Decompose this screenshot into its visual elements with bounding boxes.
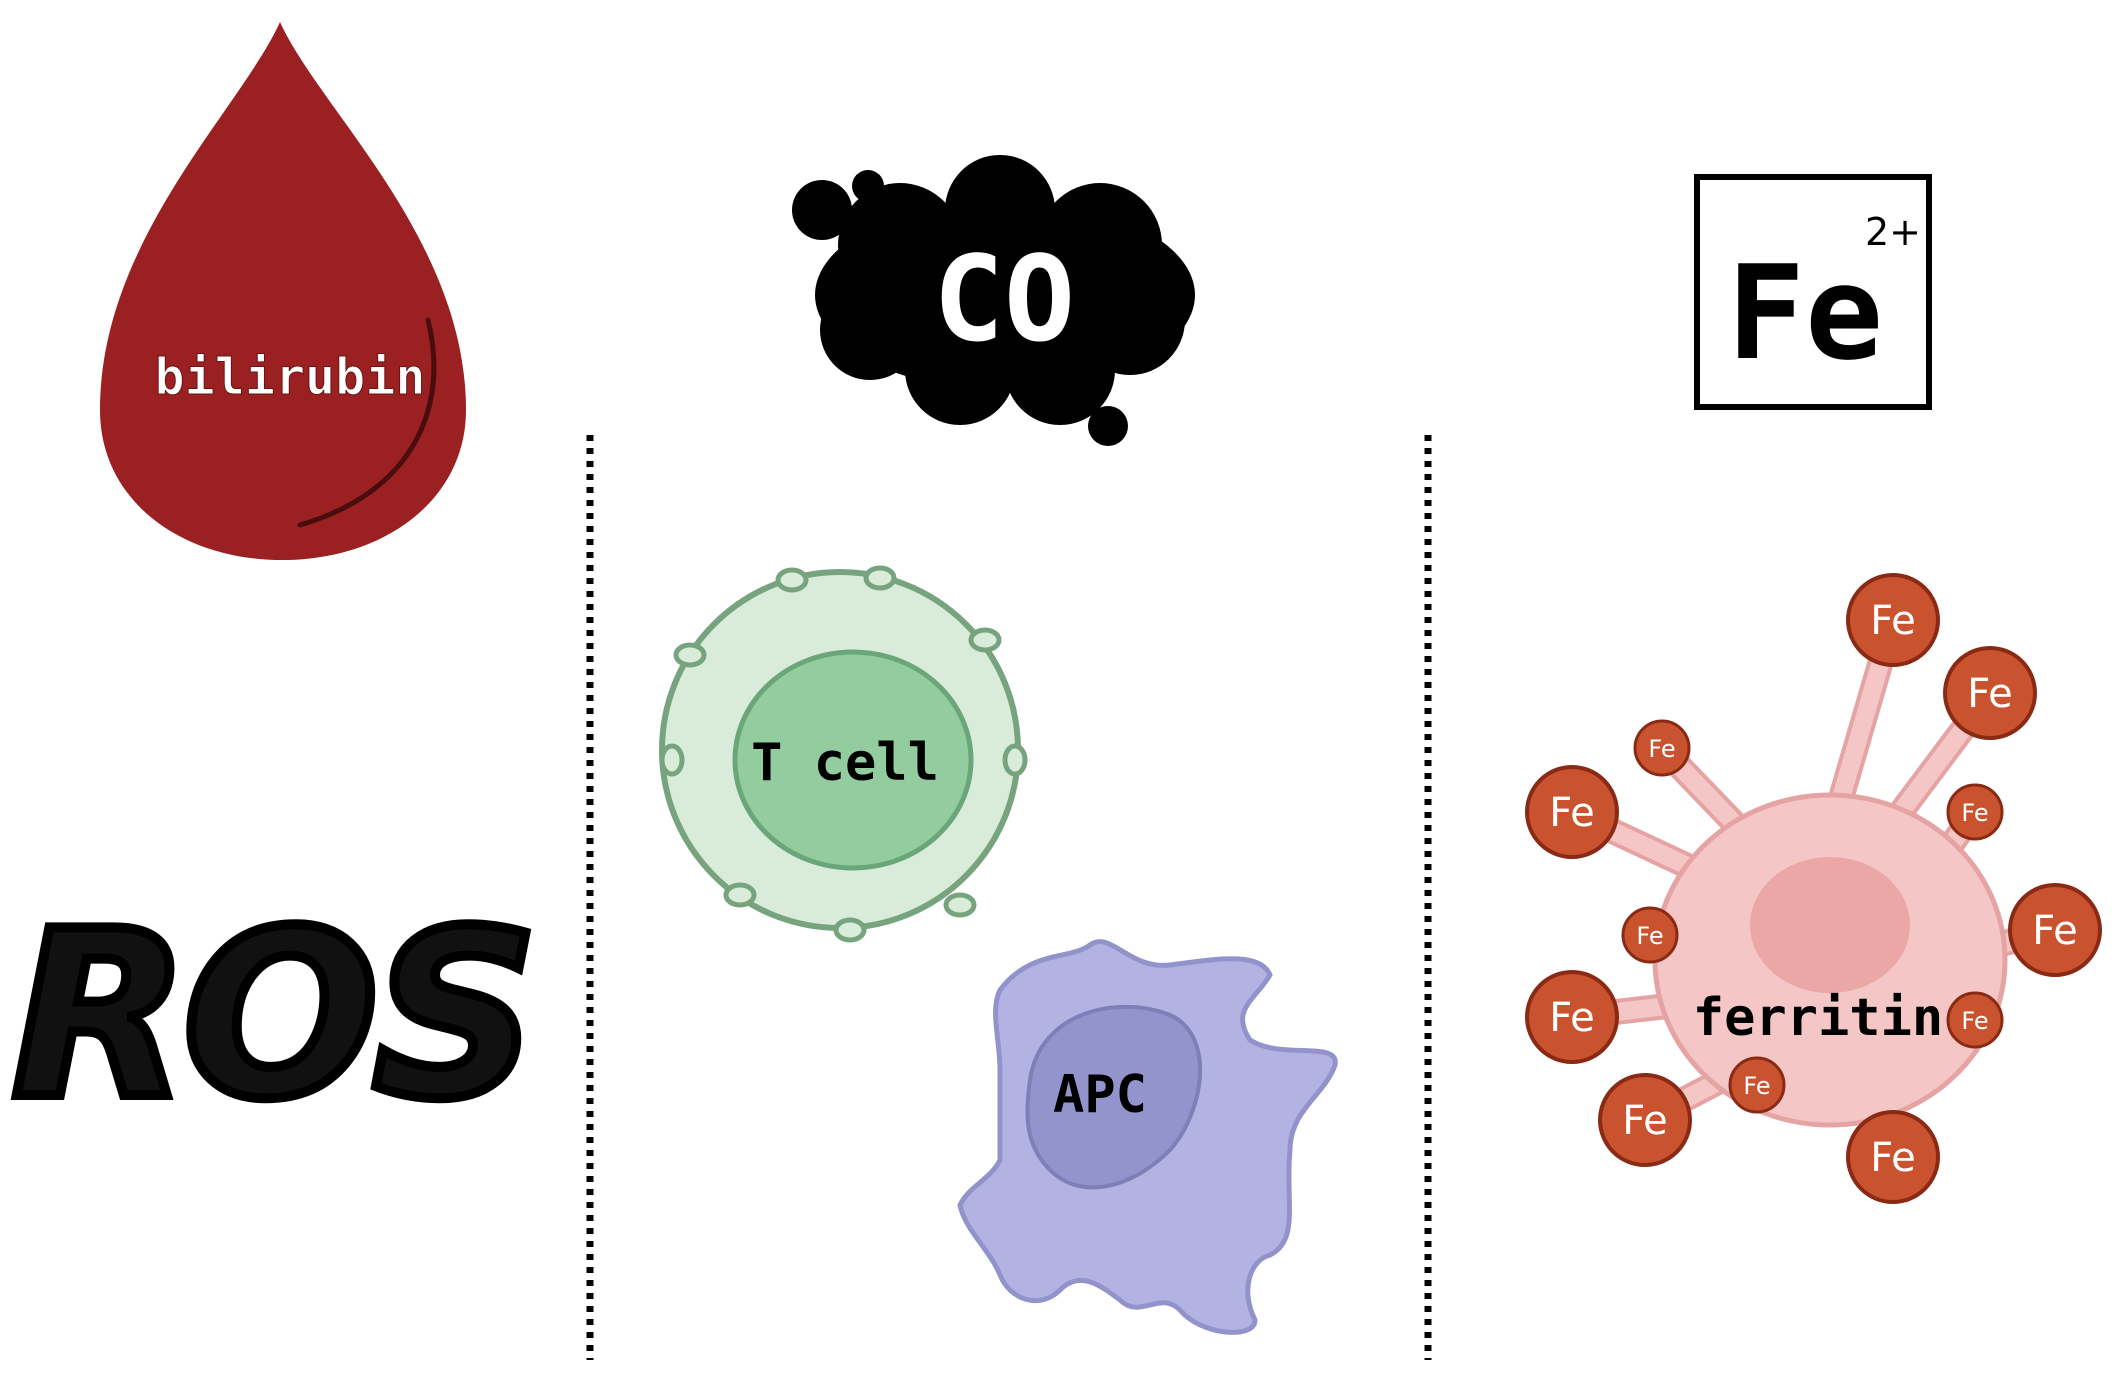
fe-atom-small-1 — [1633, 719, 1691, 777]
fe-atom-label: Fe — [1636, 922, 1663, 950]
fe-atom-small-2 — [1946, 783, 2004, 841]
t-cell-label: T cell — [751, 733, 939, 793]
fe-symbol-label: Fe — [1727, 237, 1884, 389]
ros-label: ROS — [12, 883, 532, 1150]
fe-atom-large-3 — [1525, 765, 1619, 859]
fe-atom-small-5 — [1728, 1056, 1786, 1114]
blood-drop-icon — [100, 22, 466, 560]
fe-atom-large-6 — [1598, 1073, 1692, 1167]
fe-atom-label: Fe — [1870, 598, 1915, 644]
bilirubin-label: bilirubin — [155, 348, 426, 406]
fe-atom-label: Fe — [1961, 1007, 1988, 1035]
fe-atom-label: Fe — [1622, 1098, 1667, 1144]
fe-atom-small-4 — [1946, 991, 2004, 1049]
fe-atom-small-3 — [1621, 906, 1679, 964]
fe-atom-label: Fe — [1961, 799, 1988, 827]
fe-atom-large-7 — [1846, 1110, 1940, 1204]
co-label: CO — [933, 230, 1075, 368]
fe-atom-label: Fe — [2032, 908, 2077, 954]
element-box-icon — [1694, 174, 1932, 410]
fe-atom-label: Fe — [1967, 671, 2012, 717]
fe-charge-label: 2+ — [1865, 210, 1921, 254]
fe-atom-large-1 — [1846, 573, 1940, 667]
fe-atom-label: Fe — [1870, 1135, 1915, 1181]
smoke-cloud-icon — [792, 155, 1195, 446]
apc-label: APC — [1053, 1065, 1147, 1125]
fe-atom-label: Fe — [1743, 1072, 1770, 1100]
t-cell-icon — [659, 565, 1028, 943]
ferritin-label: ferritin — [1693, 988, 1943, 1048]
fe-atom-label: Fe — [1549, 790, 1594, 836]
fe-atom-large-5 — [1525, 970, 1619, 1064]
fe-atom-label: Fe — [1648, 735, 1675, 763]
fe-atom-label: Fe — [1549, 995, 1594, 1041]
apc-cell-icon — [957, 939, 1338, 1335]
fe-atom-large-4 — [2008, 883, 2102, 977]
fe-atom-large-2 — [1943, 646, 2037, 740]
